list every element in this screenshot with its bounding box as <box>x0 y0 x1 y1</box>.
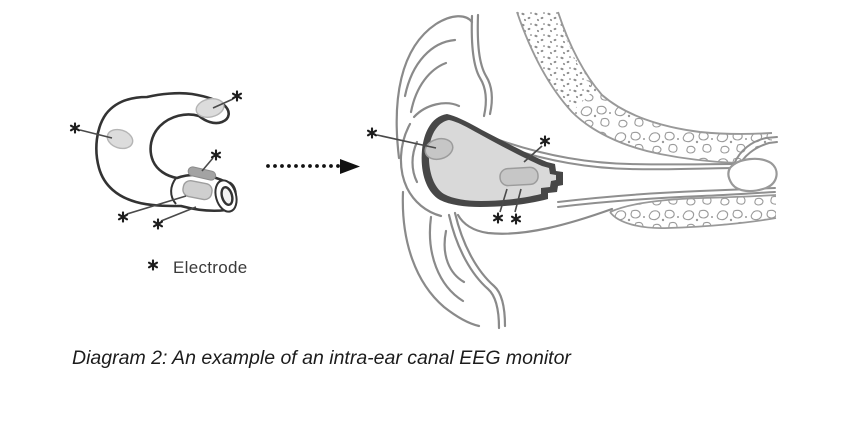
ear-cross-section-illustration <box>366 11 778 330</box>
electrode-pad <box>106 128 134 150</box>
electrode-marker-asterisk <box>152 218 164 230</box>
electrode-marker-asterisk <box>117 211 129 223</box>
earpiece-body <box>95 91 237 213</box>
earpiece-device-illustration <box>69 90 243 230</box>
electrode-legend-label: Electrode <box>173 258 248 277</box>
lower-bone-band <box>609 194 777 229</box>
electrode-marker-asterisk <box>231 90 243 102</box>
electrode-pad <box>424 137 454 161</box>
electrode-leader-lines <box>79 98 234 222</box>
electrode-leader-lines <box>376 134 543 213</box>
electrode-marker-asterisk <box>366 127 378 139</box>
pinna-outline <box>395 13 614 330</box>
inserted-earpiece <box>421 114 563 207</box>
electrode-marker-asterisk <box>539 135 551 147</box>
electrode-marker-asterisk <box>69 122 81 134</box>
insertion-arrow <box>266 159 360 174</box>
electrode-pad <box>195 98 225 118</box>
upper-bone-band <box>516 11 773 164</box>
electrode-pad <box>182 179 213 201</box>
figure-caption: Diagram 2: An example of an intra-ear ca… <box>72 347 571 369</box>
eardrum <box>727 157 778 193</box>
arrow-head-icon <box>340 159 360 174</box>
electrode-asterisk-icon <box>147 259 159 271</box>
electrode-marker-asterisk <box>492 212 504 224</box>
electrode-legend: Electrode <box>147 258 248 278</box>
tube-opening-hole <box>220 186 234 206</box>
electrode-pad <box>499 166 539 187</box>
electrode-marker-asterisk <box>510 213 522 225</box>
